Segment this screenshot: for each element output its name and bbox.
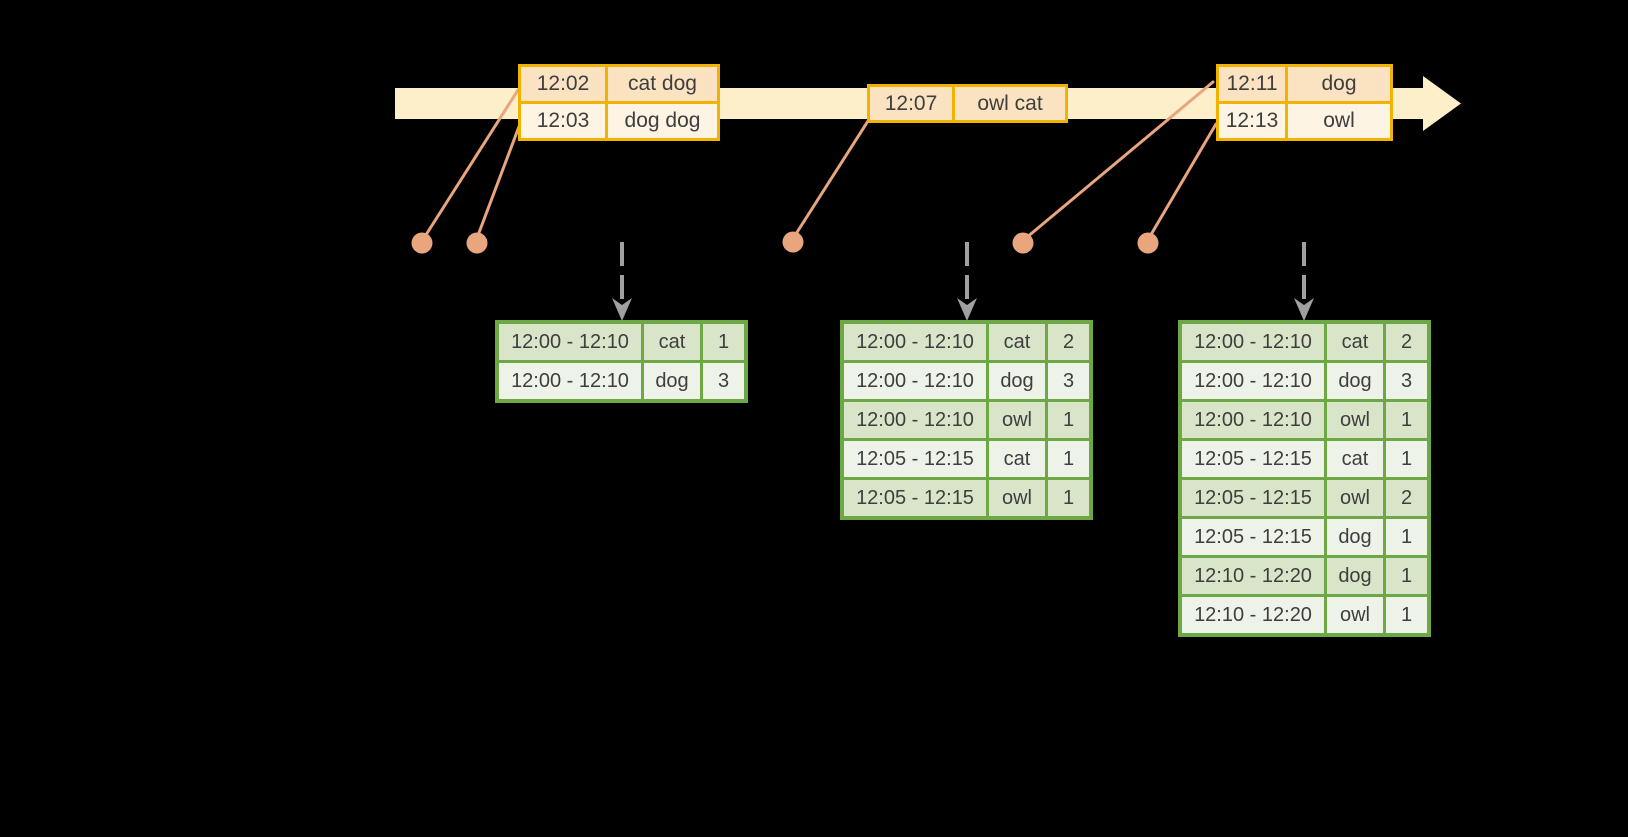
window-cell: 12:05 - 12:15 — [1182, 519, 1324, 555]
count-cell: 1 — [1386, 558, 1427, 594]
count-cell: 1 — [1386, 402, 1427, 438]
count-cell: 1 — [1048, 441, 1089, 477]
event-time-cell: 12:07 — [870, 87, 952, 120]
trigger-arrow — [957, 242, 977, 321]
window-cell: 12:00 - 12:10 — [844, 402, 986, 438]
word-cell: owl — [1327, 402, 1383, 438]
trigger-arrowhead-icon — [957, 298, 977, 321]
event-time-cell: 12:03 — [521, 104, 605, 138]
count-cell: 1 — [1386, 519, 1427, 555]
trigger-arrow — [612, 242, 632, 321]
event-time-cell: 12:02 — [521, 67, 605, 101]
event-dot — [466, 232, 488, 254]
word-cell: owl — [989, 402, 1045, 438]
word-cell: cat — [989, 441, 1045, 477]
count-cell: 1 — [703, 324, 744, 360]
count-cell: 1 — [1386, 441, 1427, 477]
window-cell: 12:00 - 12:10 — [1182, 402, 1324, 438]
event-words-cell: owl cat — [955, 87, 1065, 120]
window-cell: 12:00 - 12:10 — [1182, 363, 1324, 399]
word-cell: dog — [989, 363, 1045, 399]
event-time-cell: 12:11 — [1219, 67, 1285, 101]
window-cell: 12:00 - 12:10 — [1182, 324, 1324, 360]
event-table-2: 12:07 owl cat — [867, 84, 1068, 123]
event-table-1: 12:02 cat dog 12:03 dog dog — [518, 64, 720, 141]
count-cell: 1 — [1386, 597, 1427, 633]
count-cell: 1 — [1048, 480, 1089, 516]
trigger-arrow — [1294, 242, 1314, 321]
event-connector-line — [792, 119, 870, 239]
event-connector-line — [1024, 80, 1215, 240]
word-cell: dog — [644, 363, 700, 399]
window-cell: 12:05 - 12:15 — [844, 480, 986, 516]
event-words-cell: dog — [1288, 67, 1390, 101]
result-table-2: 12:00 - 12:10 cat 2 12:00 - 12:10 dog 3 … — [840, 320, 1093, 520]
trigger-arrowhead-icon — [612, 298, 632, 321]
event-time-cell: 12:13 — [1219, 104, 1285, 138]
event-dot — [1012, 232, 1034, 254]
event-connector-line — [475, 122, 522, 240]
count-cell: 3 — [1386, 363, 1427, 399]
event-dot — [1137, 232, 1159, 254]
count-cell: 2 — [1386, 324, 1427, 360]
event-table-3: 12:11 dog 12:13 owl — [1216, 64, 1393, 141]
window-cell: 12:00 - 12:10 — [499, 324, 641, 360]
window-cell: 12:00 - 12:10 — [844, 363, 986, 399]
word-cell: owl — [989, 480, 1045, 516]
trigger-arrowhead-icon — [1294, 298, 1314, 321]
word-cell: cat — [989, 324, 1045, 360]
result-table-1: 12:00 - 12:10 cat 1 12:00 - 12:10 dog 3 — [495, 320, 748, 403]
word-cell: owl — [1327, 480, 1383, 516]
count-cell: 3 — [703, 363, 744, 399]
word-cell: cat — [1327, 441, 1383, 477]
count-cell: 2 — [1386, 480, 1427, 516]
event-words-cell: owl — [1288, 104, 1390, 138]
word-cell: dog — [1327, 558, 1383, 594]
event-dot — [782, 231, 804, 253]
word-cell: dog — [1327, 519, 1383, 555]
window-cell: 12:05 - 12:15 — [1182, 441, 1324, 477]
window-cell: 12:05 - 12:15 — [1182, 480, 1324, 516]
event-words-cell: cat dog — [608, 67, 717, 101]
word-cell: dog — [1327, 363, 1383, 399]
window-cell: 12:10 - 12:20 — [1182, 558, 1324, 594]
window-cell: 12:00 - 12:10 — [499, 363, 641, 399]
word-cell: owl — [1327, 597, 1383, 633]
event-connector-line — [1147, 122, 1218, 240]
count-cell: 3 — [1048, 363, 1089, 399]
event-dot — [411, 232, 433, 254]
window-cell: 12:05 - 12:15 — [844, 441, 986, 477]
result-table-3: 12:00 - 12:10 cat 2 12:00 - 12:10 dog 3 … — [1178, 320, 1431, 637]
window-cell: 12:10 - 12:20 — [1182, 597, 1324, 633]
word-cell: cat — [1327, 324, 1383, 360]
word-cell: cat — [644, 324, 700, 360]
event-connector-line — [422, 88, 520, 240]
window-cell: 12:00 - 12:10 — [844, 324, 986, 360]
timeline-arrowhead-icon — [1423, 76, 1461, 131]
event-words-cell: dog dog — [608, 104, 717, 138]
count-cell: 2 — [1048, 324, 1089, 360]
count-cell: 1 — [1048, 402, 1089, 438]
